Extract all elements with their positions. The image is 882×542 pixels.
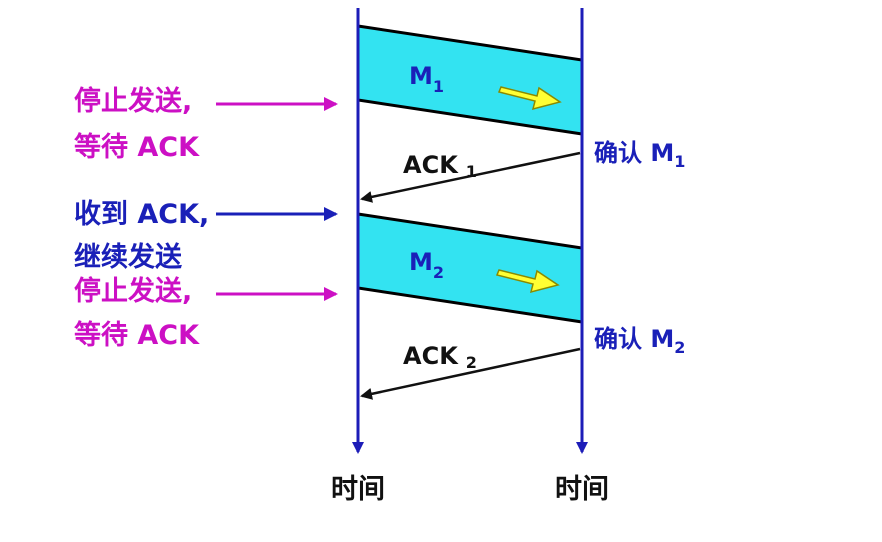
side-note-2-line-1: 收到 ACK, (74, 199, 209, 230)
frame-m1-label: M1 (409, 62, 444, 96)
side-note-3-line-1: 停止发送, (74, 275, 192, 307)
frame-m2-direction-arrow-icon (495, 269, 560, 294)
frame-m1-direction-arrow-icon (497, 86, 562, 111)
side-note-1-line-1: 停止发送, (74, 85, 192, 117)
frame-m1 (356, 24, 584, 136)
ack2-line (360, 347, 581, 400)
confirm-m2-label: 确认 M2 (594, 325, 685, 357)
sender-time-label: 时间 (331, 474, 385, 505)
frame-m2-label: M2 (409, 248, 444, 282)
frame-m2 (356, 212, 584, 324)
side-note-2-line-2: 继续发送 (74, 241, 182, 273)
confirm-m1-label: 确认 M1 (594, 139, 685, 171)
side-note-3-line-2: 等待 ACK (74, 319, 200, 351)
ack1-line (360, 151, 581, 203)
receiver-time-label: 时间 (555, 474, 609, 505)
side-note-1-line-2: 等待 ACK (74, 131, 200, 163)
